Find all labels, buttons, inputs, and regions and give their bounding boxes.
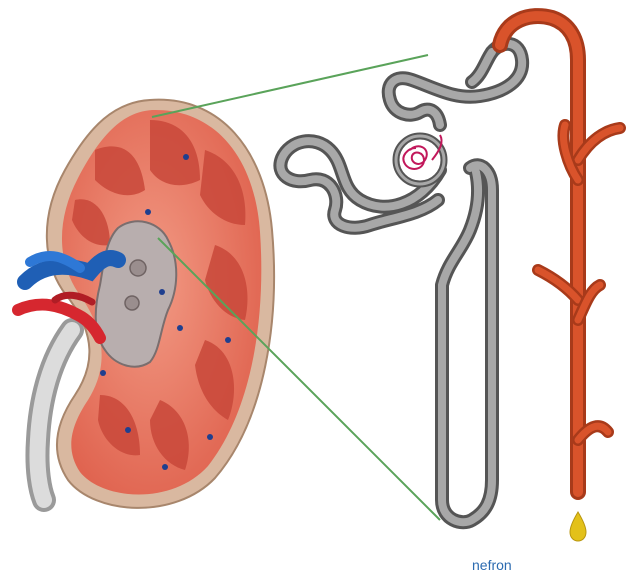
nephron-caption: nefron xyxy=(472,557,512,573)
nephron-tubule xyxy=(280,44,522,522)
glomerulus xyxy=(396,135,444,184)
kidney-cross-section xyxy=(18,100,274,508)
collecting-duct xyxy=(500,16,620,492)
urine-drop xyxy=(570,512,586,541)
calyx-opening xyxy=(125,296,139,310)
calyx-opening xyxy=(130,260,146,276)
